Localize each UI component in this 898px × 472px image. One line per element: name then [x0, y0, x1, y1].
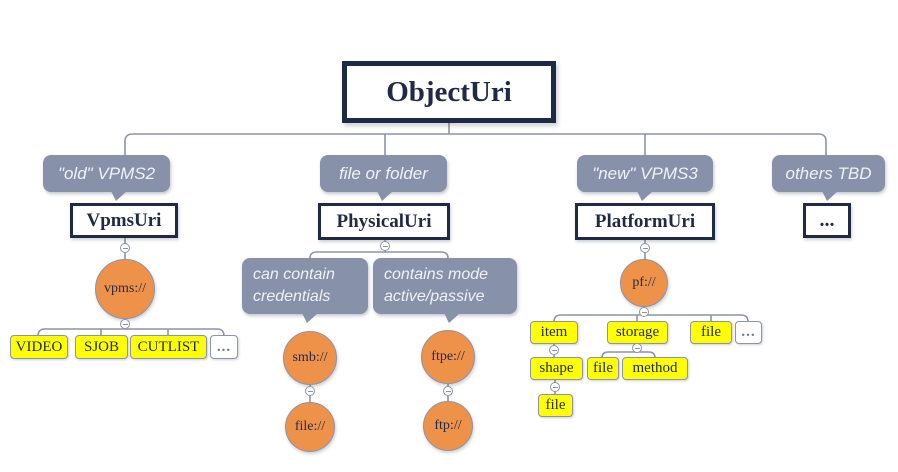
node-storage-label: storage	[615, 324, 660, 340]
node-method-label: method	[632, 360, 678, 376]
node-others-more[interactable]: ...	[803, 203, 851, 238]
node-shape-file[interactable]: file	[538, 394, 573, 417]
node-storage[interactable]: storage	[607, 321, 668, 344]
callout-tail	[822, 191, 838, 201]
node-ftp-scheme[interactable]: ftp://	[423, 401, 473, 451]
callout-tail	[637, 191, 653, 201]
node-shape-file-label: file	[545, 397, 566, 413]
node-method[interactable]: method	[622, 357, 688, 380]
node-sjob[interactable]: SJOB	[75, 335, 128, 359]
node-objecturi[interactable]: ObjectUri	[342, 61, 556, 123]
node-pf-more[interactable]: ...	[735, 321, 762, 344]
collapse-toggle-storage[interactable]	[632, 343, 642, 353]
node-shape[interactable]: shape	[530, 357, 583, 380]
callout-file-or-folder[interactable]: file or folder	[320, 155, 447, 201]
node-vpms-more[interactable]: ...	[210, 335, 238, 359]
node-platformuri[interactable]: PlatformUri	[575, 203, 715, 240]
callout-old-vpms2[interactable]: "old" VPMS2	[43, 155, 170, 201]
collapse-toggle-vpmsuri[interactable]	[120, 243, 130, 253]
collapse-toggle-ftpe[interactable]	[443, 386, 453, 396]
node-smb-scheme-label: smb://	[292, 350, 328, 365]
connector-bus2	[309, 251, 449, 259]
note-contains-mode-label: contains mode active/passive	[384, 266, 489, 305]
collapse-toggle-shape[interactable]	[550, 382, 560, 392]
node-physicaluri-label: PhysicalUri	[336, 210, 432, 232]
node-sjob-label: SJOB	[83, 338, 120, 355]
connector-bus3	[553, 314, 749, 323]
node-vpms-scheme-label: vpms://	[103, 281, 146, 296]
connector-bus1	[37, 328, 225, 337]
node-cutlist-label: CUTLIST	[137, 338, 200, 355]
node-storage-file-label: file	[593, 360, 613, 376]
note-contains-mode[interactable]: contains mode active/passive	[373, 258, 517, 323]
node-item-label: item	[540, 324, 568, 340]
node-vpms-scheme[interactable]: vpms://	[95, 259, 155, 319]
node-ftp-scheme-label: ftp://	[434, 418, 462, 433]
note-can-contain-credentials[interactable]: can contain credentials	[242, 258, 368, 323]
collapse-toggle-item[interactable]	[549, 345, 559, 355]
callout-tail	[377, 191, 393, 201]
node-pf-file[interactable]: file	[690, 321, 732, 344]
node-shape-label: shape	[539, 360, 574, 376]
node-file-scheme-label: file://	[294, 419, 326, 434]
node-item[interactable]: item	[530, 321, 578, 344]
callout-others-tbd[interactable]: others TBD	[772, 155, 885, 201]
collapse-toggle-pf[interactable]	[639, 307, 649, 317]
collapse-toggle-smb[interactable]	[305, 386, 315, 396]
node-cutlist[interactable]: CUTLIST	[130, 335, 207, 359]
node-objecturi-label: ObjectUri	[386, 75, 512, 108]
node-ftpe-scheme-label: ftpe://	[431, 349, 465, 364]
callout-file-or-folder-label: file or folder	[339, 163, 428, 183]
node-video-label: VIDEO	[15, 338, 63, 355]
callout-new-vpms3[interactable]: "new" VPMS3	[577, 155, 713, 201]
node-pf-scheme-label: pf://	[632, 275, 656, 290]
node-storage-file[interactable]: file	[587, 357, 619, 380]
collapse-toggle-platformuri[interactable]	[640, 243, 650, 253]
node-physicaluri[interactable]: PhysicalUri	[318, 203, 450, 240]
node-vpmsuri[interactable]: VpmsUri	[70, 203, 178, 238]
node-smb-scheme[interactable]: smb://	[283, 331, 337, 385]
callout-old-vpms2-label: "old" VPMS2	[57, 163, 156, 183]
note-tail	[444, 313, 460, 323]
connector-bus-storage	[601, 351, 656, 359]
node-vpms-more-label: ...	[216, 338, 232, 355]
callout-tail	[111, 191, 127, 201]
node-platformuri-label: PlatformUri	[594, 210, 696, 232]
node-pf-file-label: file	[701, 324, 721, 340]
node-video[interactable]: VIDEO	[10, 335, 68, 359]
node-pf-more-label: ...	[741, 324, 756, 340]
connector-main-bus	[124, 133, 827, 156]
callout-new-vpms3-label: "new" VPMS3	[592, 163, 698, 183]
node-pf-scheme[interactable]: pf://	[620, 259, 668, 307]
node-vpmsuri-label: VpmsUri	[86, 209, 162, 231]
collapse-toggle-physicaluri[interactable]	[380, 241, 390, 251]
note-can-contain-credentials-label: can contain credentials	[253, 266, 335, 305]
node-ftpe-scheme[interactable]: ftpe://	[421, 330, 475, 384]
node-file-scheme[interactable]: file://	[285, 402, 335, 452]
callout-others-tbd-label: others TBD	[785, 163, 872, 183]
note-tail	[302, 313, 318, 323]
collapse-toggle-vpms[interactable]	[120, 319, 130, 329]
node-others-more-label: ...	[819, 209, 835, 231]
